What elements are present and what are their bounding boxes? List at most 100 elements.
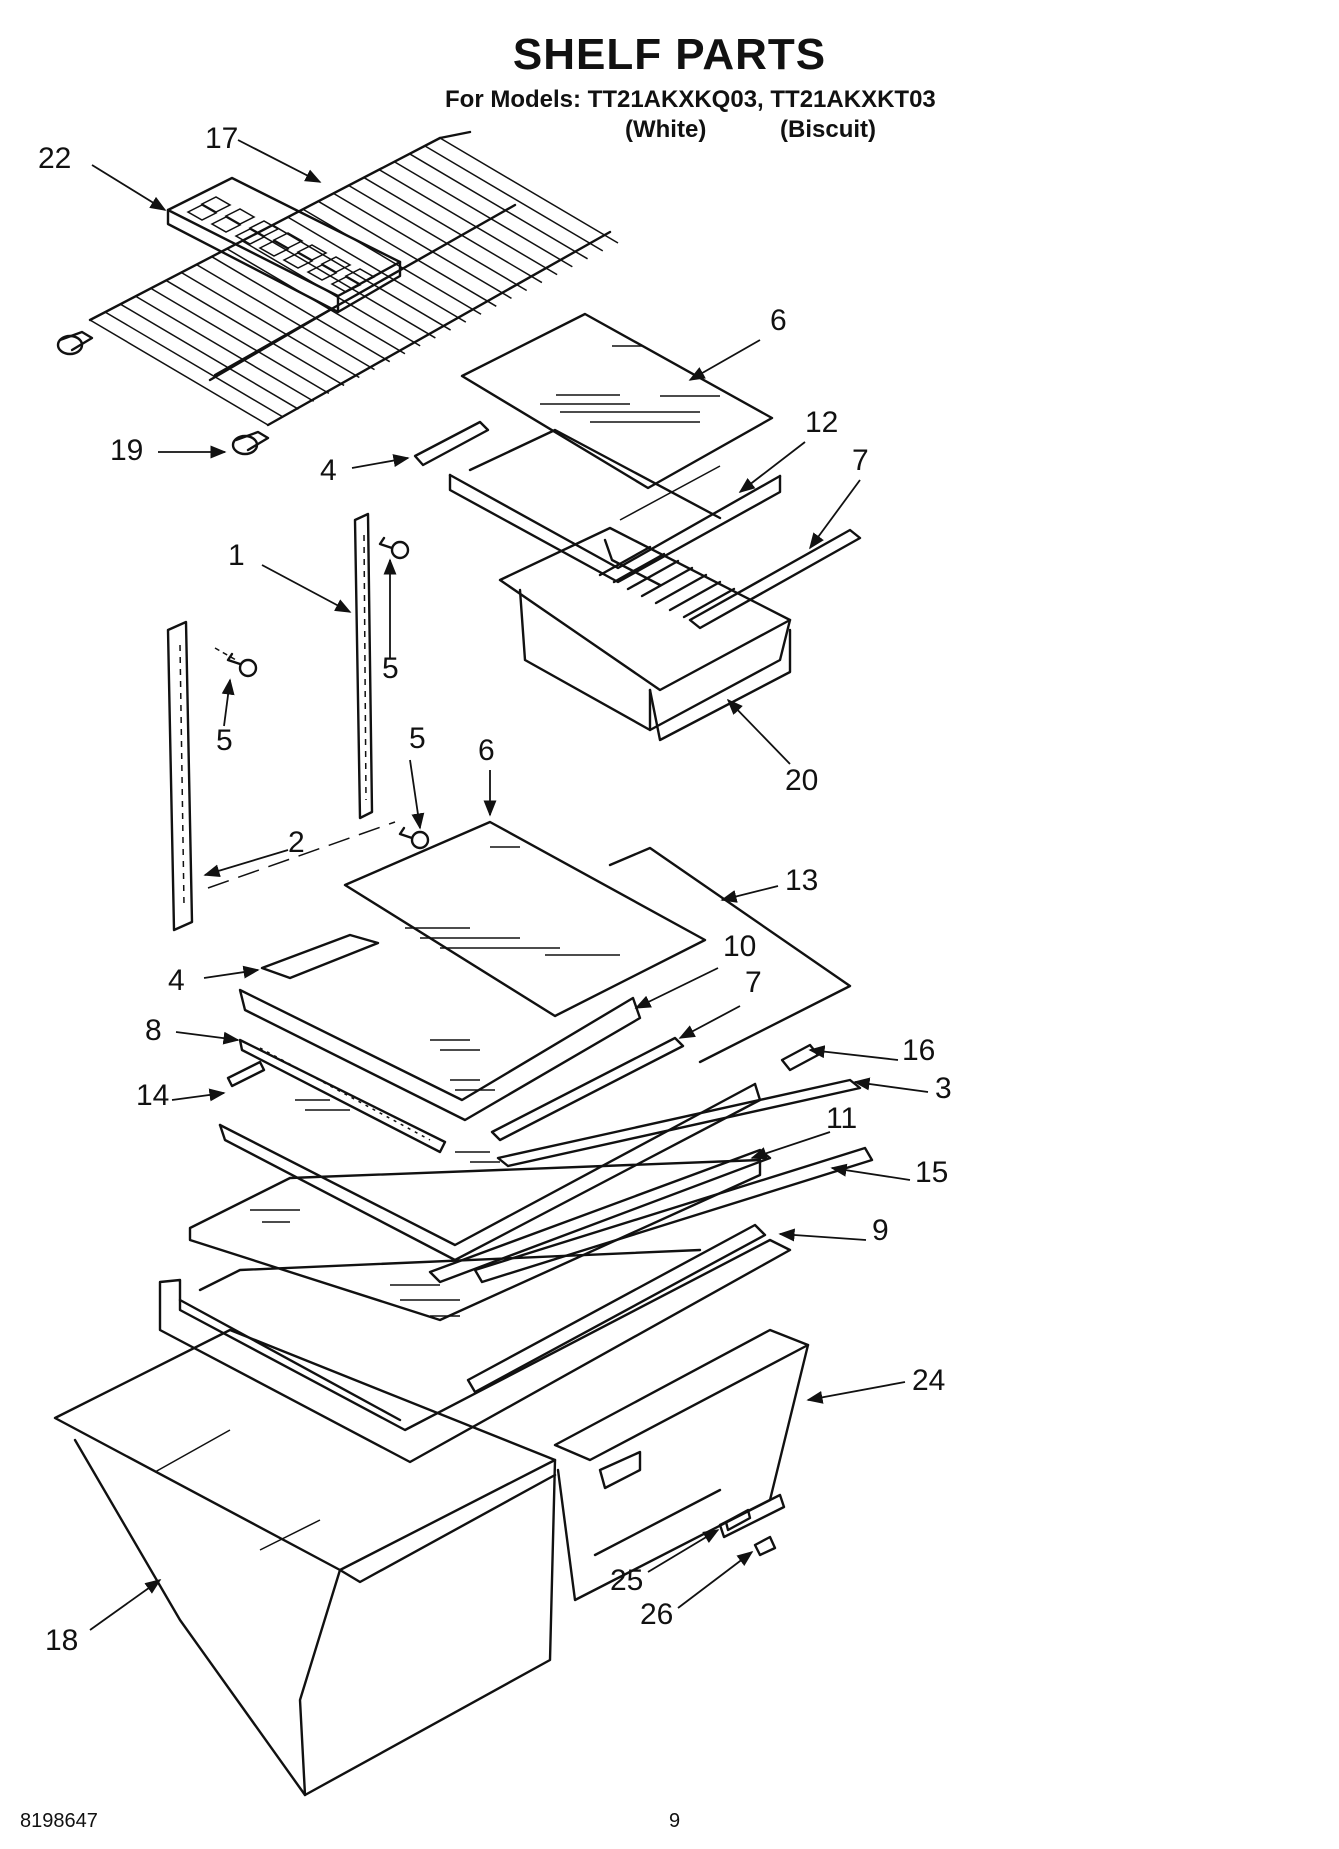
callout-5b: 5 — [216, 678, 235, 757]
part-number-label: 12 — [805, 406, 838, 439]
part-number-label: 6 — [478, 734, 495, 767]
leader-line — [853, 1077, 929, 1093]
callout-5c: 5 — [409, 722, 426, 830]
shelf-frame-middle — [238, 933, 642, 1122]
shelf-ladder-left — [166, 620, 194, 932]
callout-11: 11 — [750, 1102, 857, 1160]
leader-line — [830, 1163, 911, 1181]
ice-cube-tray — [166, 176, 402, 314]
leader-line — [726, 698, 791, 765]
shelf-ladder-right — [353, 512, 374, 820]
part-number-label: 6 — [770, 304, 787, 337]
part-number-label: 9 — [872, 1214, 889, 1247]
leader-line — [806, 1381, 906, 1404]
callout-1: 1 — [228, 539, 352, 613]
shelf-trim-upper — [413, 420, 490, 467]
callout-6a: 6 — [688, 304, 787, 381]
part-number-label: 16 — [902, 1034, 935, 1067]
part-number-label: 22 — [38, 142, 71, 175]
callout-20: 20 — [726, 698, 818, 797]
leader-line — [91, 164, 167, 211]
callout-16: 16 — [808, 1034, 935, 1067]
drawer-slide — [718, 1493, 786, 1539]
ladder-guide-line — [207, 821, 396, 889]
leader-line — [203, 965, 260, 979]
callout-9: 9 — [778, 1214, 889, 1247]
screw-upper — [378, 536, 410, 560]
leader-line — [175, 1031, 240, 1045]
shelf-rail-rear — [496, 1043, 862, 1168]
leader-line — [261, 564, 352, 613]
part-number-label: 5 — [409, 722, 426, 755]
shelf-end-cap-left — [56, 330, 94, 356]
callout-7b: 7 — [678, 966, 762, 1039]
part-number-label: 11 — [826, 1102, 857, 1135]
callout-19a: 19 — [110, 434, 227, 467]
part-number-label: 19 — [110, 434, 143, 467]
callout-17: 17 — [205, 122, 322, 183]
part-number-label: 4 — [168, 964, 185, 997]
leader-line — [720, 885, 779, 903]
part-number-label: 10 — [723, 930, 756, 963]
part-number-label: 26 — [640, 1598, 673, 1631]
leader-line — [647, 1529, 720, 1573]
crisper-trim-9 — [466, 1223, 767, 1394]
leader-line — [778, 1228, 867, 1242]
page-number: 9 — [669, 1810, 681, 1832]
part-number-label: 7 — [745, 966, 762, 999]
part-number-label: 14 — [136, 1079, 169, 1112]
shelf-frame-lower — [218, 1082, 762, 1262]
part-number-label: 20 — [785, 764, 818, 797]
callout-3: 3 — [853, 1072, 952, 1105]
leader-line — [351, 454, 410, 469]
part-number-label: 17 — [205, 122, 238, 155]
part-number-label: 1 — [228, 539, 245, 572]
part-number-label: 18 — [45, 1624, 78, 1657]
callout-8: 8 — [145, 1014, 240, 1047]
screw-left — [214, 647, 258, 678]
callout-13: 13 — [720, 864, 818, 903]
part-number-label: 2 — [288, 826, 305, 859]
crisper-drawer-right — [553, 1328, 810, 1602]
leader-line — [809, 479, 861, 550]
callout-4b: 4 — [168, 964, 260, 997]
crisper-frame — [158, 1238, 792, 1464]
meat-drawer — [498, 526, 792, 742]
screw-lower — [398, 826, 430, 850]
callout-14: 14 — [136, 1079, 226, 1112]
variant-white: (White) — [625, 116, 707, 143]
callout-22: 22 — [38, 142, 167, 211]
part-number-label: 24 — [912, 1364, 945, 1397]
part-number-label: 5 — [216, 724, 233, 757]
leader-line — [203, 849, 289, 877]
part-number-label: 15 — [915, 1156, 948, 1189]
callout-7a: 7 — [809, 444, 869, 550]
part-number-label: 8 — [145, 1014, 162, 1047]
part-number-label: 7 — [852, 444, 869, 477]
callout-10: 10 — [634, 930, 756, 1009]
callout-12: 12 — [738, 406, 838, 493]
crisper-trim-15 — [473, 1146, 874, 1284]
leader-line — [171, 1088, 226, 1102]
callout-2: 2 — [203, 826, 305, 877]
callout-5a: 5 — [382, 558, 399, 685]
part-number-label: 4 — [320, 454, 337, 487]
leader-line — [409, 759, 425, 830]
leader-line — [221, 678, 235, 727]
leader-line — [89, 1579, 162, 1631]
wire-shelf — [88, 130, 619, 427]
callout-15: 15 — [830, 1156, 948, 1189]
leader-line — [678, 1005, 741, 1039]
shelf-trim-rear-upper — [688, 528, 862, 630]
shelf-frame-upper — [448, 428, 782, 584]
slide-clip — [753, 1535, 777, 1557]
callout-6b: 6 — [478, 734, 497, 817]
crisper-cover-glass — [188, 1158, 762, 1322]
leader-line — [688, 339, 761, 381]
leader-line — [750, 1131, 831, 1160]
part-number-label: 13 — [785, 864, 818, 897]
leader-line — [634, 967, 719, 1009]
glass-shelf-upper — [460, 312, 774, 490]
crisper-drawer-left — [53, 1328, 557, 1797]
